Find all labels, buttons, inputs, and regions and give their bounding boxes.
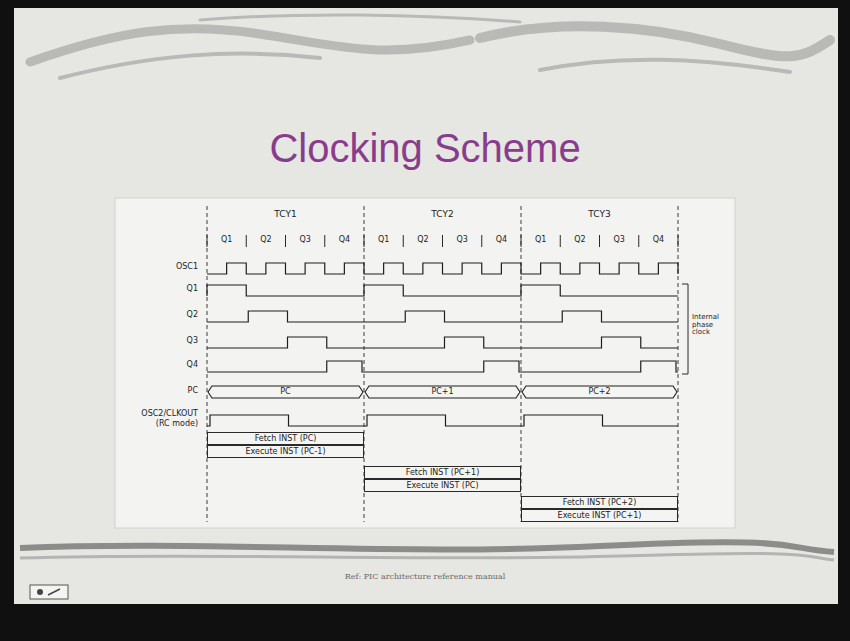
phase-name: Q3: [613, 236, 624, 245]
bus-segment: [522, 386, 677, 398]
node-text: PC: [280, 388, 290, 396]
cycle-name: TCY2: [431, 209, 453, 219]
phase-name: Q3: [456, 235, 467, 244]
cycle-name: TCY3: [588, 209, 610, 219]
instruction-bar: Execute INST (PC-1): [207, 445, 364, 458]
quarter-tick: [364, 235, 365, 247]
signal-name: Q4: [187, 361, 198, 370]
instruction-bar: Fetch INST (PC+1): [364, 466, 521, 479]
quarter-tick: [521, 235, 522, 247]
signal-name: PC: [188, 386, 198, 395]
bus-segment: [208, 386, 363, 398]
phase-name: Q2: [574, 235, 585, 244]
quarter-tick: [207, 235, 208, 247]
phase-clock-waveform: [207, 337, 678, 348]
bus-value: PC+1: [376, 386, 509, 398]
signal-name: Q2: [187, 311, 198, 320]
quarter-tick: [678, 235, 679, 247]
note-text: Internal phase clock: [692, 313, 719, 336]
quarter-tick: [638, 235, 639, 247]
instruction-bar: Fetch INST (PC): [207, 432, 364, 445]
bus-value: PC: [219, 386, 352, 398]
cycle-name: TCY1: [274, 209, 296, 219]
phase-name: Q1: [378, 236, 389, 245]
phase-clock-waveform: [207, 285, 678, 296]
cycle-boundary: [207, 206, 208, 522]
phase-name: Q3: [613, 235, 624, 244]
phase-name: Q2: [260, 236, 271, 245]
node-text: PC+2: [588, 388, 610, 396]
clkout-waveform: [207, 415, 678, 426]
signal-name: Q3: [187, 336, 198, 345]
phase-name: Q1: [221, 235, 232, 244]
bracket: [682, 284, 688, 374]
cycle-name: TCY1: [274, 210, 296, 220]
node-text: Execute INST (PC): [406, 482, 478, 490]
bus-value: PC+2: [533, 386, 666, 398]
bus-segment: [365, 386, 520, 398]
instruction-bar: Execute INST (PC): [364, 479, 521, 492]
phase-name: Q3: [299, 236, 310, 245]
osc1-waveform: [207, 263, 678, 274]
quarter-tick: [285, 235, 286, 247]
quarter-tick: [442, 235, 443, 247]
signal-name: (RC mode): [156, 419, 198, 428]
instruction-bar: Fetch INST (PC+2): [521, 496, 678, 509]
node-text: Fetch INST (PC+2): [563, 499, 637, 507]
signal-name: Q3: [187, 337, 198, 346]
phase-clock-waveform: [207, 311, 678, 322]
quarter-tick: [599, 235, 600, 247]
phase-name: Q4: [496, 235, 507, 244]
node-text: Execute INST (PC-1): [245, 448, 325, 456]
phase-name: Q3: [299, 235, 310, 244]
signal-name: (RC mode): [156, 420, 198, 429]
signal-name: PC: [188, 387, 198, 396]
phase-name: Q4: [496, 236, 507, 245]
phase-name: Q2: [417, 235, 428, 244]
phase-name: Q2: [260, 235, 271, 244]
phase-name: Q4: [339, 236, 350, 245]
signal-name: Q4: [187, 360, 198, 369]
cycle-boundary: [678, 206, 679, 522]
phase-name: Q1: [221, 236, 232, 245]
note-text: Internal phase clock: [692, 314, 732, 337]
quarter-tick: [403, 235, 404, 247]
slide-title: Clocking Scheme: [0, 126, 850, 171]
signal-name: Q1: [187, 285, 198, 294]
phase-name: Q4: [653, 236, 664, 245]
phase-name: Q2: [417, 236, 428, 245]
phase-clock-waveform: [207, 361, 678, 372]
signal-name: Q1: [187, 284, 198, 293]
signal-name: OSC1: [176, 262, 198, 271]
phase-name: Q1: [535, 235, 546, 244]
signal-name: OSC2/CLKOUT: [141, 410, 198, 419]
phase-name: Q4: [339, 235, 350, 244]
quarter-tick: [324, 235, 325, 247]
phase-name: Q2: [574, 236, 585, 245]
node-text: Execute INST (PC+1): [558, 512, 642, 520]
node-text: Fetch INST (PC): [255, 435, 317, 443]
cycle-name: TCY3: [588, 210, 610, 220]
quarter-tick: [560, 235, 561, 247]
quarter-tick: [246, 235, 247, 247]
signal-name: OSC1: [176, 263, 198, 272]
signal-name: Q2: [187, 310, 198, 319]
phase-name: Q3: [456, 236, 467, 245]
node-text: PC+1: [431, 388, 453, 396]
instruction-bar: Execute INST (PC+1): [521, 509, 678, 522]
slide-caption: Ref: PIC architecture reference manual: [0, 572, 850, 581]
phase-name: Q4: [653, 235, 664, 244]
phase-name: Q1: [378, 235, 389, 244]
phase-name: Q1: [535, 236, 546, 245]
cycle-name: TCY2: [431, 210, 453, 220]
signal-name: OSC2/CLKOUT: [141, 409, 198, 418]
node-text: Fetch INST (PC+1): [406, 469, 480, 477]
quarter-tick: [481, 235, 482, 247]
